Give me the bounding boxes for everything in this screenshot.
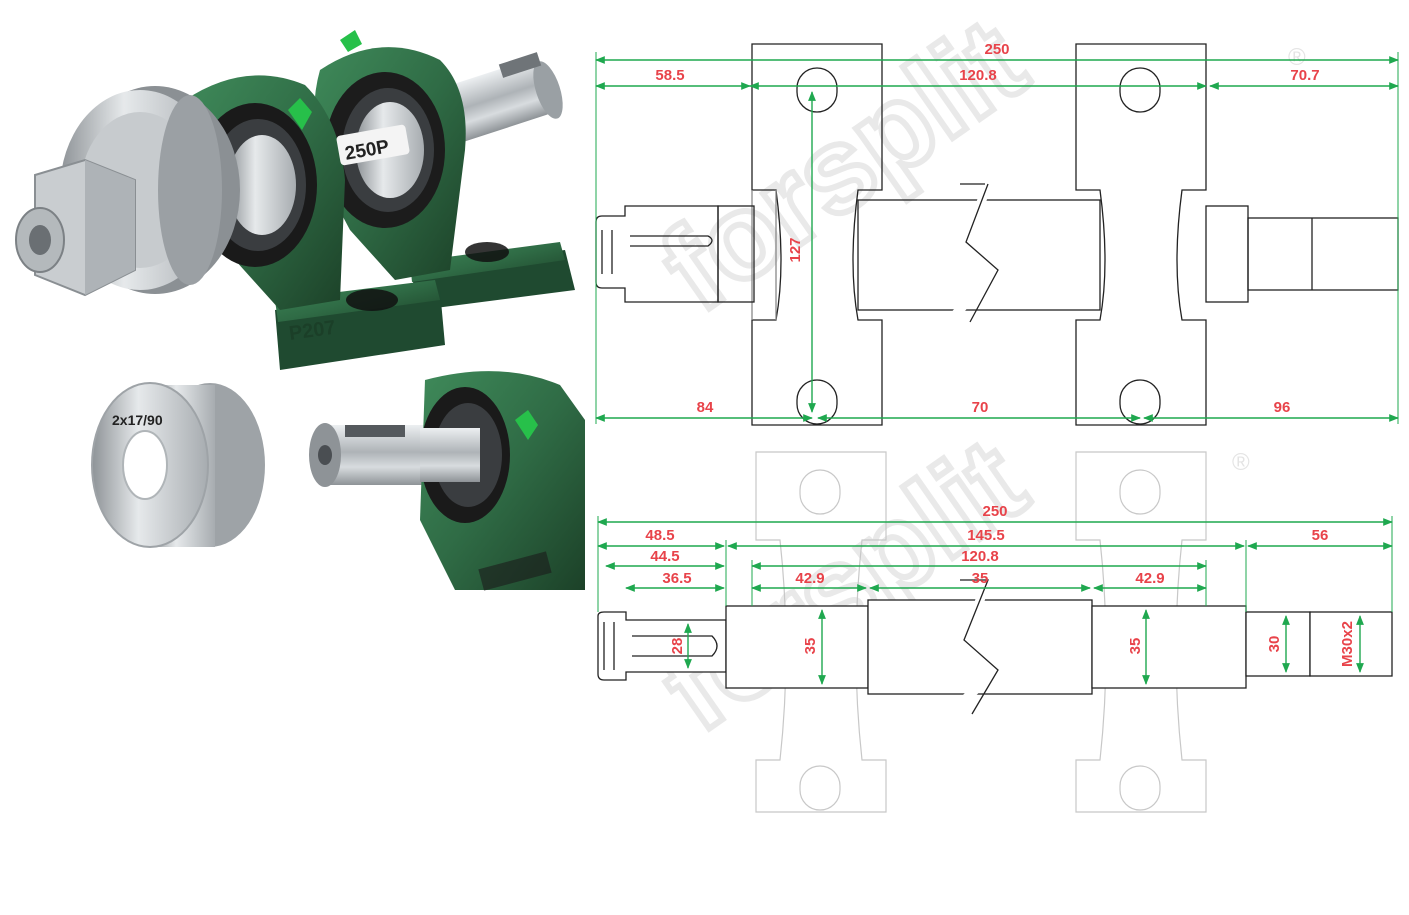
mount-hole-left-bottom	[796, 379, 838, 425]
top-view-dimensions	[595, 52, 1399, 424]
shaft-thread-end	[1309, 611, 1393, 677]
mount-hole-left-top	[796, 67, 838, 113]
shaft-end-photo	[309, 371, 585, 591]
shaft-bearing-seat-right	[1091, 605, 1247, 689]
shaft-left-end-side	[597, 611, 727, 681]
dim-side-overall: 250	[982, 503, 1007, 520]
dim-bottom-seg-3: 96	[1274, 399, 1291, 416]
watermark-registered-bottom: ®	[1232, 449, 1250, 476]
dim-dia-30: 30	[1266, 636, 1283, 653]
break-line-mask	[944, 179, 1005, 326]
dim-top-overall: 250	[984, 41, 1009, 58]
dim-bottom-seg-1: 84	[697, 399, 714, 416]
pulley-marking: 2x17/90	[112, 412, 163, 428]
dim-top-seg-3: 70.7	[1290, 67, 1319, 84]
top-view-drawing	[595, 43, 1399, 426]
dim-side-35: 35	[972, 570, 989, 587]
dim-dia-35-right: 35	[1127, 638, 1144, 655]
mount-hole-right-top	[1119, 67, 1161, 113]
dim-side-44-5: 44.5	[650, 548, 679, 565]
dim-top-seg-1: 58.5	[655, 67, 684, 84]
side-view-dimensions	[597, 516, 1393, 685]
break-line-icon	[960, 579, 999, 715]
dim-side-42-9-right: 42.9	[1135, 570, 1164, 587]
shaft-collar-left	[717, 205, 755, 303]
shaft-right-end	[1247, 217, 1399, 291]
dim-side-56: 56	[1312, 527, 1329, 544]
dim-top-height: 127	[787, 237, 804, 262]
side-view-shaft	[597, 575, 1393, 718]
dim-side-145-5: 145.5	[967, 527, 1005, 544]
nut-icon	[15, 158, 136, 297]
dim-top-seg-2: 120.8	[959, 67, 997, 84]
mount-hole-right-bottom	[1119, 379, 1161, 425]
shaft-keyway-side	[603, 622, 718, 670]
housing-outline-left	[751, 43, 883, 426]
retaining-clip-icon	[288, 30, 362, 130]
assembly-photo: P207 250P	[15, 30, 575, 370]
dim-side-42-9-left: 42.9	[795, 570, 824, 587]
shaft-keyway-left	[601, 230, 713, 274]
dim-dia-35-left: 35	[802, 638, 819, 655]
top-view-labels: 250 58.5 120.8 70.7 127 84 70 96	[655, 41, 1319, 416]
dim-bottom-seg-2: 70	[972, 399, 989, 416]
side-view-labels: 250 48.5 145.5 56 44.5 120.8 36.5 42.9 3…	[645, 503, 1356, 667]
break-line-icon	[960, 183, 999, 323]
dim-dia-28: 28	[669, 638, 686, 655]
shaft-bearing-seat-left	[725, 605, 869, 689]
dim-side-48-5: 48.5	[645, 527, 674, 544]
dim-side-36-5: 36.5	[662, 570, 691, 587]
housing-edge-left	[751, 190, 777, 320]
pulley-photo: 2x17/90	[91, 382, 265, 548]
shaft-collar-right	[1205, 205, 1249, 303]
dim-side-120-8: 120.8	[961, 548, 999, 565]
dim-thread-m30x2: M30x2	[1339, 621, 1356, 667]
housing-outline-right	[1075, 43, 1207, 426]
